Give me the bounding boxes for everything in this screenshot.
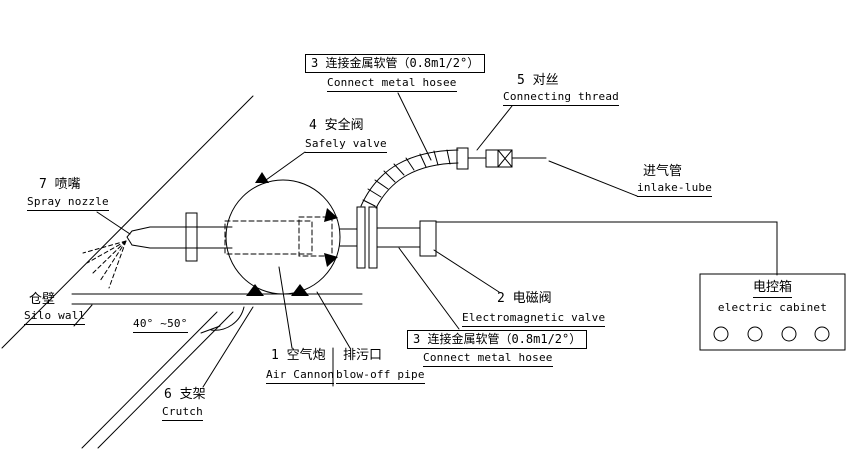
label-spray-nozzle-en: Spray nozzle — [27, 195, 109, 211]
leader-lines — [73, 92, 638, 388]
cabinet-knob — [781, 326, 797, 342]
label-blow-off-pipe-zh: 排污口 — [343, 348, 383, 363]
label-crutch-zh: 6 支架 — [164, 387, 206, 402]
spray-nozzle-assembly — [82, 212, 233, 289]
spray-lines — [82, 240, 127, 289]
label-metal-hose-bottom-en: Connect metal hosee — [423, 351, 553, 367]
label-air-cannon-en: Air Cannon — [266, 368, 335, 384]
label-silo-wall-zh: 仓壁 — [29, 292, 56, 307]
support-foot-left — [246, 284, 264, 296]
label-blow-off-pipe-en: blow-off pipe — [336, 368, 425, 384]
label-metal-hose-top: 3 连接金属软管（0.8m1/2°） — [305, 52, 486, 73]
label-metal-hose-top-en: Connect metal hosee — [327, 76, 457, 92]
label-intake-tube-en: inlake-lube — [637, 181, 713, 197]
angle-arc — [210, 306, 245, 331]
label-electric-cabinet-zh: 电控箱 — [700, 280, 845, 299]
control-cable — [435, 221, 778, 276]
label-metal-hose-top-box: 3 连接金属软管（0.8m1/2°） — [305, 54, 486, 73]
label-electric-cabinet-en: electric cabinet — [717, 301, 828, 314]
cabinet-knob — [747, 326, 763, 342]
label-spray-nozzle-zh: 7 喷嘴 — [39, 177, 81, 192]
label-air-cannon-zh: 1 空气炮 — [271, 348, 326, 363]
label-electromagnetic-valve-en: Electromagnetic valve — [462, 311, 606, 327]
cabinet-knob — [713, 326, 729, 342]
safety-valve-mark — [255, 172, 269, 183]
label-electromagnetic-valve-zh: 2 电磁阀 — [497, 291, 552, 306]
label-connecting-thread-zh: 5 对丝 — [517, 73, 559, 88]
metal-hose — [360, 149, 459, 209]
electromagnetic-valve-block — [419, 220, 437, 257]
label-crutch-en: Crutch — [162, 405, 203, 421]
label-intake-tube-zh: 进气管 — [643, 164, 683, 179]
cabinet-knob — [814, 326, 830, 342]
label-mounting-angle: 40° ~50° — [133, 317, 188, 333]
label-connecting-thread-en: Connecting thread — [503, 90, 619, 106]
label-silo-wall-en: Silo wall — [24, 309, 86, 325]
electric-cabinet-outline — [699, 273, 846, 351]
outlet-piping — [339, 206, 437, 269]
label-safety-valve-zh: 4 安全阀 — [309, 118, 364, 133]
air-cannon-tank — [224, 172, 341, 296]
connecting-thread-fitting — [456, 147, 547, 170]
label-metal-hose-bottom-box: 3 连接金属软管（0.8m1/2°） — [407, 330, 588, 349]
label-safety-valve-en: Safely valve — [305, 137, 387, 153]
label-metal-hose-bottom: 3 连接金属软管（0.8m1/2°） — [407, 328, 588, 349]
support-foot-right — [291, 284, 309, 296]
silo-wall-lines — [1, 95, 363, 449]
